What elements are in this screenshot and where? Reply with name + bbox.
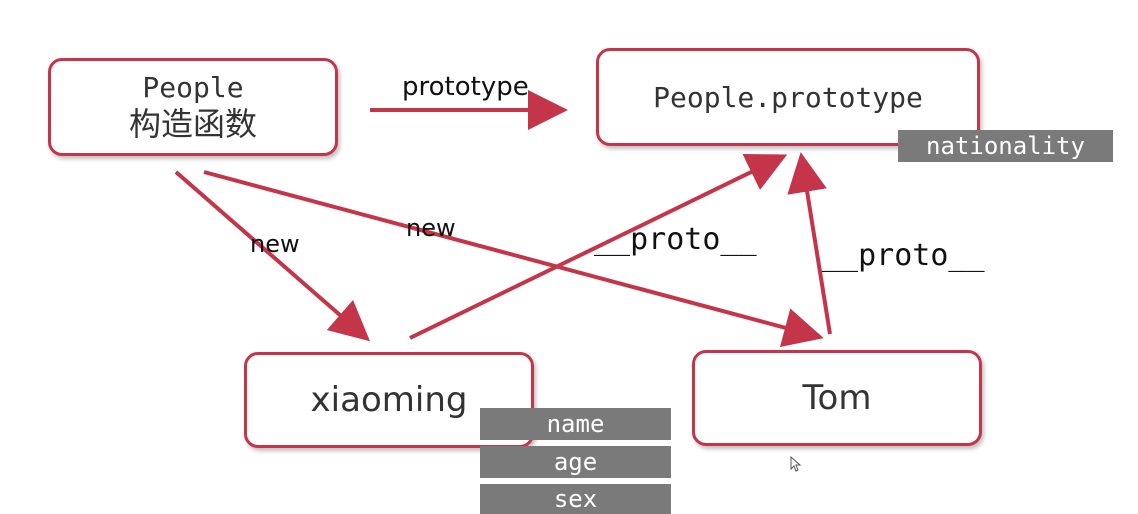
edge-label-new-tom: new	[406, 214, 456, 242]
property-nationality: nationality	[898, 130, 1113, 162]
property-name: name	[480, 408, 671, 440]
mouse-pointer-icon	[790, 456, 802, 472]
people-constructor-node: People 构造函数	[48, 58, 338, 156]
edge-label-prototype: prototype	[402, 72, 529, 102]
edge-label-proto-tom: __proto__	[822, 238, 985, 273]
people-subtitle: 构造函数	[128, 105, 257, 143]
tom-label: Tom	[802, 378, 872, 418]
xiaoming-instance-node: xiaoming	[244, 352, 534, 448]
edge-label-proto-xiaoming: __proto__	[594, 222, 757, 257]
prototype-object-label: People.prototype	[653, 80, 923, 114]
xiaoming-label: xiaoming	[310, 380, 468, 420]
property-sex: sex	[480, 484, 671, 514]
people-name: People	[142, 71, 244, 104]
edge-label-new-xiaoming: new	[250, 230, 300, 258]
tom-instance-node: Tom	[692, 350, 982, 446]
property-age: age	[480, 446, 671, 478]
people-prototype-node: People.prototype	[596, 48, 980, 146]
